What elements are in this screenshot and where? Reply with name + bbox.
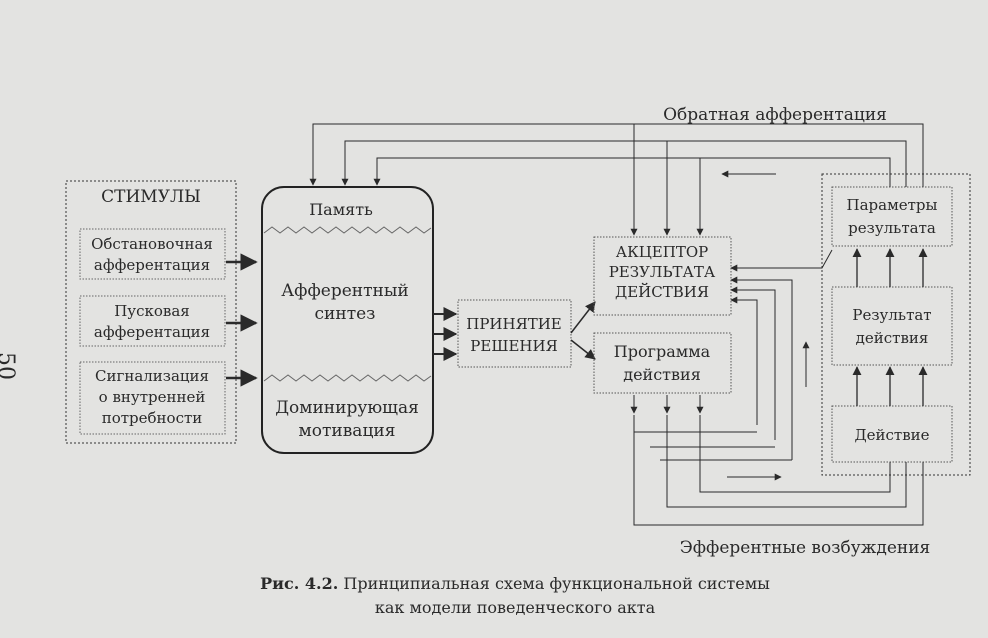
synthesis-line1: Афферентный [281, 281, 408, 301]
result-params-line2: результата [848, 219, 936, 237]
stimuli-title: СТИМУЛЫ [101, 187, 201, 207]
feedback-lines [309, 123, 924, 387]
stimulus-box-trigger [79, 295, 226, 347]
acceptor-side-feedback [730, 249, 833, 460]
program-block [593, 332, 732, 394]
motivation-divider [263, 374, 432, 382]
acceptor-block [593, 236, 732, 316]
figure-title-line1: Принципиальная схема функциональной сист… [343, 574, 770, 593]
result-line2: действия [856, 329, 929, 347]
stimulus-need-line2: о внутренней [99, 388, 206, 406]
motivation-line2: мотивация [299, 421, 396, 441]
figure-caption-line2: как модели поведенческого акта [374, 598, 656, 617]
stimulus-trigger-line1: Пусковая [114, 302, 190, 320]
memory-divider [263, 226, 432, 234]
action-label: Действие [854, 426, 929, 444]
memory-label: Память [309, 200, 373, 219]
stimulus-need-line1: Сигнализация [95, 367, 209, 385]
efferent-label: Эфферентные возбуждения [680, 538, 931, 558]
program-line1: Программа [614, 342, 711, 361]
program-line2: действия [623, 365, 701, 384]
synthesis-to-decision-arrows [433, 307, 458, 361]
result-group [821, 173, 971, 476]
stimulus-trigger-line2: афферентация [94, 323, 210, 341]
result-internal-arrows [852, 248, 928, 406]
result-params-block [831, 186, 953, 247]
result-params-line1: Параметры [847, 196, 938, 214]
efferent-lines [630, 395, 924, 526]
stimulus-need-line3: потребности [102, 409, 203, 427]
stimulus-situational-line1: Обстановочная [91, 235, 213, 253]
feedback-label: Обратная афферентация [663, 105, 887, 125]
figure-number: Рис. 4.2. [260, 574, 339, 593]
decision-line2: РЕШЕНИЯ [470, 337, 557, 355]
acceptor-line2: РЕЗУЛЬТАТА [609, 263, 716, 281]
acceptor-line1: АКЦЕПТОР [616, 243, 708, 261]
result-line1: Результат [852, 306, 931, 324]
stimulus-box-need [79, 361, 226, 435]
decision-line1: ПРИНЯТИЕ [466, 315, 562, 333]
decision-branches [570, 301, 596, 360]
decision-block [457, 299, 572, 368]
stimuli-group [65, 180, 237, 444]
afferent-synthesis-block [261, 186, 434, 454]
synthesis-line2: синтез [315, 304, 376, 324]
figure-caption-line1: Рис. 4.2. Принципиальная схема функциона… [0, 572, 988, 596]
acceptor-line3: ДЕЙСТВИЯ [615, 282, 709, 301]
stimulus-box-situational [79, 228, 226, 280]
stimuli-arrows [226, 253, 258, 387]
motivation-line1: Доминирующая [275, 398, 419, 418]
stimulus-situational-line2: афферентация [94, 256, 210, 274]
result-block [831, 286, 953, 366]
action-block [831, 405, 953, 463]
